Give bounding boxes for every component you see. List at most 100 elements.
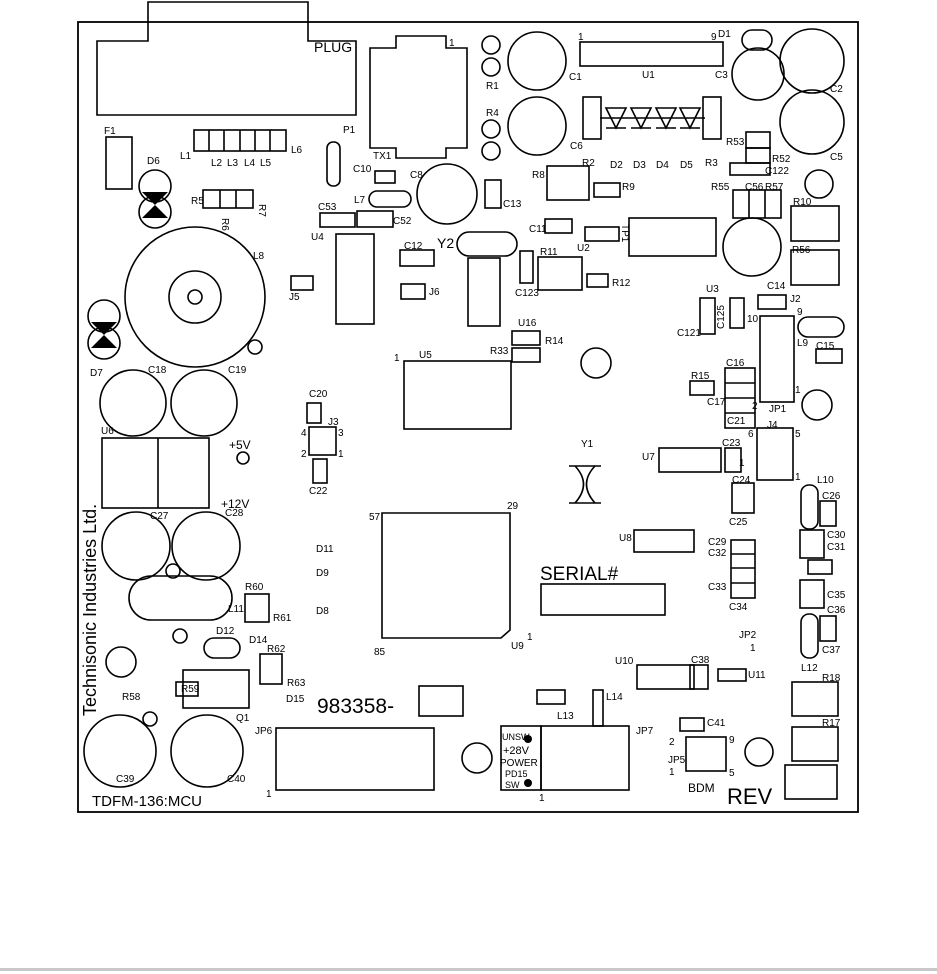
- label-r59: R59: [181, 684, 200, 695]
- label-d8: D8: [316, 606, 329, 617]
- r10-block: [628, 217, 717, 257]
- label-d6: D6: [147, 156, 160, 167]
- hole-11: [142, 711, 158, 727]
- l14-outline: [592, 689, 604, 727]
- label-u4: U4: [311, 232, 324, 243]
- l7-outline: [368, 190, 412, 208]
- label-d14: D14: [249, 635, 268, 646]
- c38-outline: [689, 664, 709, 690]
- label-c125: C125: [716, 305, 727, 329]
- r12-outline: [586, 273, 609, 288]
- c52-outline: [356, 210, 394, 228]
- power-line-5: SW: [505, 780, 520, 790]
- hole-10: [172, 628, 188, 644]
- r17-outline: [791, 726, 839, 762]
- c27-outline: [101, 511, 171, 581]
- label-c28: C28: [225, 508, 244, 519]
- label-c20: C20: [309, 389, 328, 400]
- hole-3: [804, 169, 834, 199]
- label-u11: U11: [748, 670, 766, 681]
- label-l6: L6: [291, 145, 303, 156]
- label-d7: D7: [90, 368, 103, 379]
- pin-j4-5: 5: [795, 429, 801, 440]
- label-u10: U10: [615, 656, 634, 667]
- c1-outline: [507, 31, 567, 91]
- label-d9: D9: [316, 568, 329, 579]
- tp1-outline: [584, 226, 620, 242]
- d7-marker: [91, 322, 117, 348]
- label-l1: L1: [180, 151, 192, 162]
- label-l2: L2: [211, 158, 223, 169]
- label-c25: C25: [729, 517, 748, 528]
- rev-box: [784, 764, 838, 800]
- jp6-outline: [275, 727, 435, 791]
- label-tp1: TP1: [619, 224, 630, 243]
- label-d15: D15: [286, 694, 305, 705]
- label-r4: R4: [486, 108, 499, 119]
- c8-outline: [416, 163, 478, 225]
- label-plug: PLUG: [314, 39, 352, 55]
- label-l12: L12: [801, 663, 818, 674]
- label-d4: D4: [656, 160, 669, 171]
- label-r62: R62: [267, 644, 286, 655]
- u16-outline: [511, 330, 541, 346]
- hole-1: [580, 347, 612, 379]
- power-switch-outline: [500, 725, 542, 791]
- tall-connector: [467, 257, 501, 327]
- y2-outline: [456, 231, 518, 257]
- label-c21: C21: [727, 416, 746, 427]
- l8-middle: [168, 270, 222, 324]
- label-rev: REV: [727, 784, 773, 809]
- label-j3: J3: [328, 417, 339, 428]
- power-line-3: POWER: [500, 758, 538, 769]
- c22-outline: [312, 458, 328, 484]
- label-c31: C31: [827, 542, 846, 553]
- pin-j3-4: 4: [301, 428, 307, 439]
- r4-pad-a: [481, 119, 501, 139]
- label-u16: U16: [518, 318, 537, 329]
- l12-outline: [800, 613, 819, 659]
- label-l3: L3: [227, 158, 239, 169]
- hole-7: [247, 339, 263, 355]
- label-r53: R53: [726, 137, 745, 148]
- d12-outline: [203, 637, 241, 659]
- label-r6: R6: [219, 218, 230, 231]
- y1-outline: [569, 465, 601, 504]
- c2-outline: [779, 28, 845, 94]
- label-c10: C10: [353, 164, 372, 175]
- label-c27: C27: [150, 511, 169, 522]
- label-r63: R63: [287, 678, 306, 689]
- r18-outline: [791, 681, 839, 717]
- r3-outline: [702, 96, 722, 140]
- label-c37: C37: [822, 645, 841, 656]
- label-c41: C41: [707, 718, 726, 729]
- label-r15: R15: [691, 371, 710, 382]
- pin-jp1-9: 9: [797, 307, 803, 318]
- label-r10: R10: [793, 197, 812, 208]
- label-c22: C22: [309, 486, 328, 497]
- power-line-2: +28V: [503, 745, 530, 757]
- pin-jp5-5: 5: [729, 768, 735, 779]
- r10-outline: [790, 205, 840, 242]
- hole-6: [744, 737, 774, 767]
- r4-pad-b: [481, 141, 501, 161]
- label-d5: D5: [680, 160, 693, 171]
- label-l5: L5: [260, 158, 272, 169]
- c26-outline: [819, 500, 837, 527]
- label-u5: U5: [419, 350, 432, 361]
- j5-outline: [290, 275, 314, 291]
- r19-outline: [807, 559, 833, 575]
- pin-u9-1: 1: [527, 632, 533, 643]
- label-d12: D12: [216, 626, 235, 637]
- c-stack-dividers: [725, 382, 755, 414]
- hole-9: [165, 563, 181, 579]
- jp1-outline: [759, 315, 795, 403]
- r5-r7-block: [202, 189, 254, 209]
- c18-outline: [99, 369, 167, 437]
- c15-outline: [815, 348, 843, 364]
- pin-j4-1b: 1: [739, 458, 745, 469]
- power-line-4: PD15: [505, 769, 528, 779]
- label-c52: C52: [393, 216, 412, 227]
- pin-tx1-1: 1: [449, 38, 455, 49]
- label-r11: R11: [540, 247, 558, 258]
